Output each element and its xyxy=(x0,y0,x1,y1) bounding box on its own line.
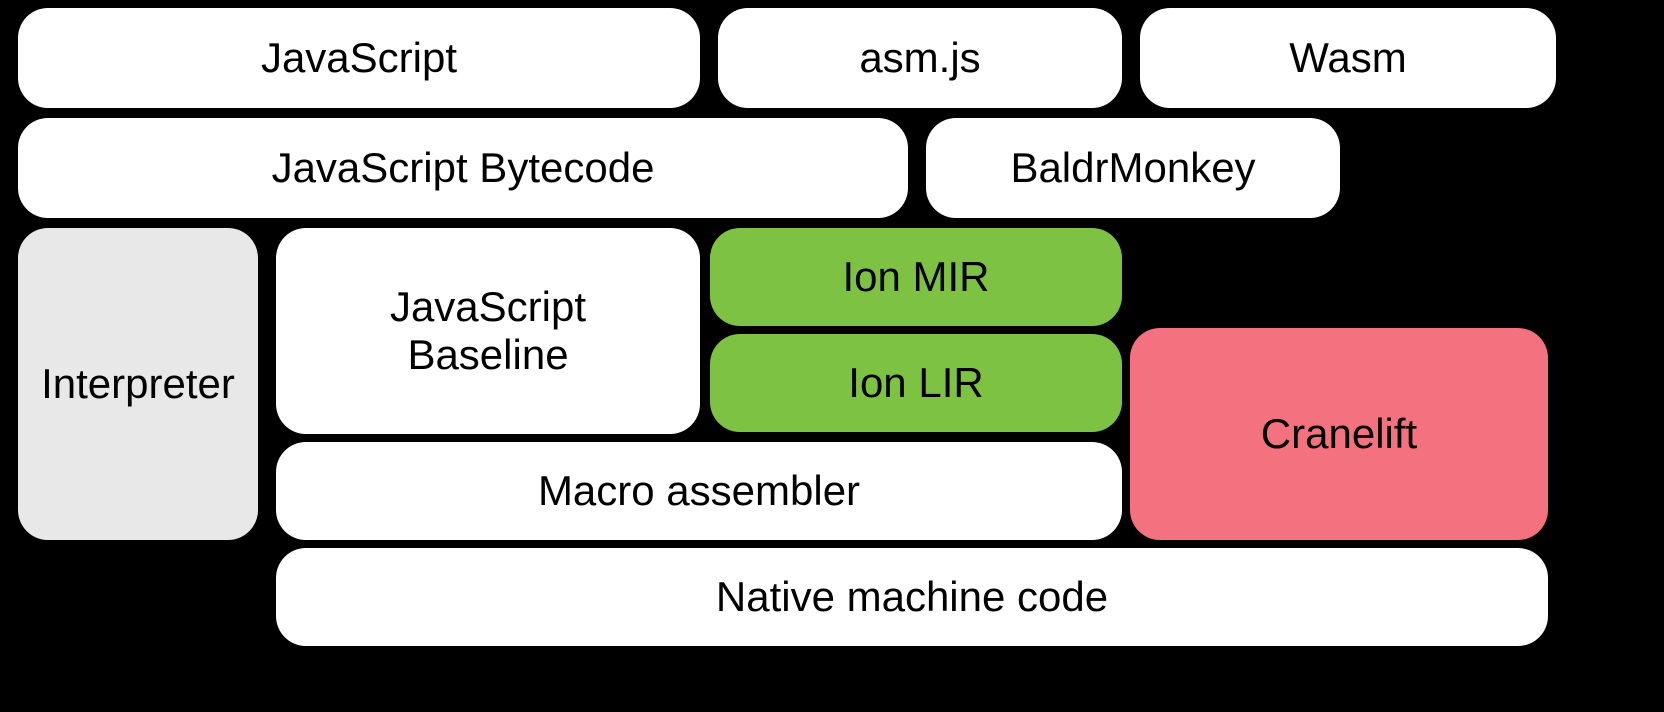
node-javascript-baseline-label: JavaScript Baseline xyxy=(389,282,587,378)
node-native-machine-code: Native machine code xyxy=(276,548,1548,646)
node-native-machine-code-label: Native machine code xyxy=(715,572,1109,620)
node-ion-mir-label: Ion MIR xyxy=(842,252,990,300)
node-cranelift-label: Cranelift xyxy=(1260,409,1418,457)
node-asmjs-label: asm.js xyxy=(859,33,981,81)
node-asmjs: asm.js xyxy=(718,8,1122,108)
node-baldrmonkey: BaldrMonkey xyxy=(926,118,1340,218)
node-baldrmonkey-label: BaldrMonkey xyxy=(1010,143,1256,191)
node-wasm-label: Wasm xyxy=(1289,33,1407,81)
node-ion-mir: Ion MIR xyxy=(710,228,1122,326)
node-macro-assembler-label: Macro assembler xyxy=(537,466,861,514)
node-macro-assembler: Macro assembler xyxy=(276,442,1122,540)
node-cranelift: Cranelift xyxy=(1130,328,1548,540)
node-javascript-bytecode-label: JavaScript Bytecode xyxy=(271,143,655,191)
node-javascript: JavaScript xyxy=(18,8,700,108)
node-javascript-baseline: JavaScript Baseline xyxy=(276,228,700,434)
node-ion-lir: Ion LIR xyxy=(710,334,1122,432)
node-interpreter: Interpreter xyxy=(18,228,258,540)
node-javascript-bytecode: JavaScript Bytecode xyxy=(18,118,908,218)
node-javascript-label: JavaScript xyxy=(260,33,458,81)
node-wasm: Wasm xyxy=(1140,8,1556,108)
node-interpreter-label: Interpreter xyxy=(41,359,235,407)
node-ion-lir-label: Ion LIR xyxy=(848,358,984,406)
